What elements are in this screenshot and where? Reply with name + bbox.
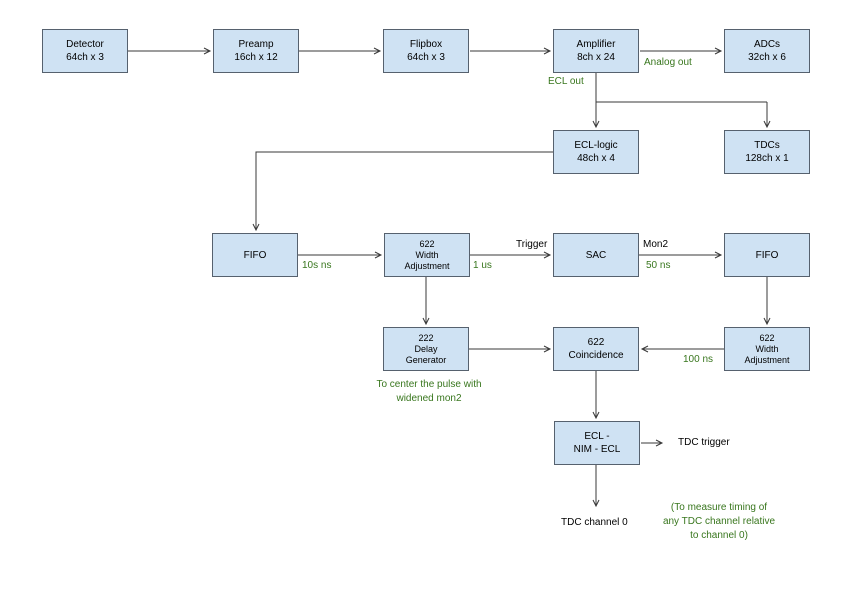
label-100-ns: 100 ns [683, 354, 714, 365]
node-label-line: ECL - [584, 431, 610, 442]
node-label-line: Amplifier [576, 39, 616, 50]
node-fifo-left: FIFO [212, 233, 298, 277]
annotation-center-pulse: To center the pulse with widened mon2 [354, 378, 504, 406]
annotation-measure-timing: (To measure timing of any TDC channel re… [644, 501, 794, 543]
node-label-line: Width [415, 249, 439, 260]
node-label-line: Preamp [238, 39, 274, 50]
node-label-line: 222 [418, 332, 434, 343]
annotation-line: to channel 0) [690, 530, 748, 541]
node-label-line: Adjustment [404, 260, 450, 271]
node-label-line: 48ch x 4 [577, 153, 615, 164]
label-mon2: Mon2 [643, 239, 669, 250]
node-label-line: TDCs [754, 140, 780, 151]
node-label-line: 622 [759, 332, 775, 343]
node-label-line: Adjustment [744, 354, 790, 365]
node-label-line: 622 [587, 337, 605, 348]
node-label-line: 64ch x 3 [407, 52, 445, 63]
annotation-line: To center the pulse with [376, 379, 482, 390]
node-label-line: Flipbox [409, 39, 443, 50]
annotation-line: any TDC channel relative [662, 516, 776, 527]
edge-ecl-logic-fifo [252, 151, 553, 232]
node-adcs: ADCs 32ch x 6 [724, 29, 810, 73]
label-trigger: Trigger [516, 239, 548, 250]
node-sac: SAC [553, 233, 639, 277]
node-label-line: ECL-logic [574, 140, 618, 151]
node-label-line: FIFO [243, 249, 267, 261]
node-ecl-nim-ecl: ECL - NIM - ECL [554, 421, 640, 465]
node-label-line: Detector [66, 39, 104, 50]
node-label-line: FIFO [755, 249, 779, 261]
node-amplifier: Amplifier 8ch x 24 [553, 29, 639, 73]
node-tdcs: TDCs 128ch x 1 [724, 130, 810, 174]
node-flipbox: Flipbox 64ch x 3 [383, 29, 469, 73]
node-label-line: Generator [405, 354, 447, 365]
label-tdc-channel-0: TDC channel 0 [561, 517, 628, 528]
node-preamp: Preamp 16ch x 12 [213, 29, 299, 73]
label-tdc-trigger: TDC trigger [678, 437, 730, 448]
node-label-line: 128ch x 1 [745, 153, 789, 164]
node-width-adjustment-left: 622 Width Adjustment [384, 233, 470, 277]
node-delay-generator: 222 Delay Generator [383, 327, 469, 371]
node-label-line: 622 [419, 238, 435, 249]
node-label-line: Delay [414, 343, 438, 354]
label-10s-ns: 10s ns [302, 260, 332, 271]
node-label-line: 32ch x 6 [748, 52, 786, 63]
label-ecl-out: ECL out [548, 76, 584, 87]
node-coincidence: 622 Coincidence [553, 327, 639, 371]
node-fifo-right: FIFO [724, 233, 810, 277]
node-label-line: NIM - ECL [573, 444, 621, 455]
node-ecl-logic: ECL-logic 48ch x 4 [553, 130, 639, 174]
node-detector: Detector 64ch x 3 [42, 29, 128, 73]
label-analog-out: Analog out [644, 57, 692, 68]
node-label-line: 16ch x 12 [234, 52, 278, 63]
node-label-line: 8ch x 24 [577, 52, 615, 63]
node-label-line: Coincidence [568, 350, 624, 361]
node-label-line: 64ch x 3 [66, 52, 104, 63]
node-label-line: ADCs [753, 39, 781, 50]
node-label-line: SAC [585, 249, 607, 261]
annotation-line: (To measure timing of [670, 502, 768, 513]
label-50-ns: 50 ns [646, 260, 671, 271]
node-width-adjustment-right: 622 Width Adjustment [724, 327, 810, 371]
annotation-line: widened mon2 [396, 393, 462, 404]
node-label-line: Width [755, 343, 779, 354]
label-1-us: 1 us [473, 260, 492, 271]
